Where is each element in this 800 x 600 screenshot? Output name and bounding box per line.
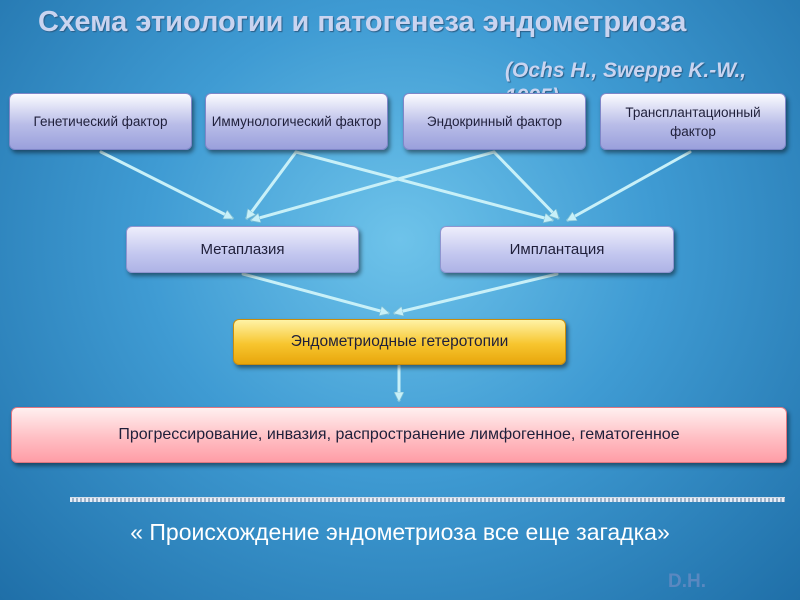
arrow-genetic-metaplasia	[99, 150, 232, 220]
arrow-endocrine-implantation	[492, 150, 558, 218]
factor-genetic: Генетический фактор	[9, 93, 192, 150]
quote-text: « Происхождение эндометриоза все еще заг…	[130, 519, 670, 545]
heterotopia-label: Эндометриодные гетеротопии	[290, 333, 509, 350]
factor-transplantation: Трансплантационный фактор	[600, 93, 786, 150]
quote-author: D.H.	[668, 571, 706, 592]
progression-box: Прогрессирование, инвазия, распространен…	[11, 407, 787, 463]
arrow-endocrine-metaplasia	[252, 150, 496, 220]
arrow-transplant-implantation	[568, 150, 692, 222]
factor-endocrine: Эндокринный фактор	[403, 93, 586, 150]
arrow-metaplasia-heterotopia	[241, 272, 388, 313]
process-implantation-label: Имплантация	[509, 241, 605, 258]
heterotopia-box: Эндометриодные гетеротопии	[233, 319, 566, 365]
factor-immunological: Иммунологический фактор	[205, 93, 388, 150]
factor-transplantation-label: Трансплантационный фактор	[625, 104, 761, 139]
divider-line	[70, 497, 785, 502]
slide-title: Схема этиологии и патогенеза эндометриоз…	[38, 6, 687, 38]
arrow-immuno-implantation	[294, 150, 552, 220]
process-metaplasia: Метаплазия	[126, 226, 359, 273]
process-implantation: Имплантация	[440, 226, 674, 273]
arrow-immuno-metaplasia	[247, 150, 298, 218]
factor-endocrine-label: Эндокринный фактор	[426, 114, 563, 129]
process-metaplasia-label: Метаплазия	[200, 241, 285, 258]
factor-immunological-label: Иммунологический фактор	[211, 114, 382, 129]
progression-label: Прогрессирование, инвазия, распространен…	[118, 426, 680, 443]
arrow-implantation-heterotopia	[395, 272, 559, 313]
factor-genetic-label: Генетический фактор	[33, 114, 168, 129]
